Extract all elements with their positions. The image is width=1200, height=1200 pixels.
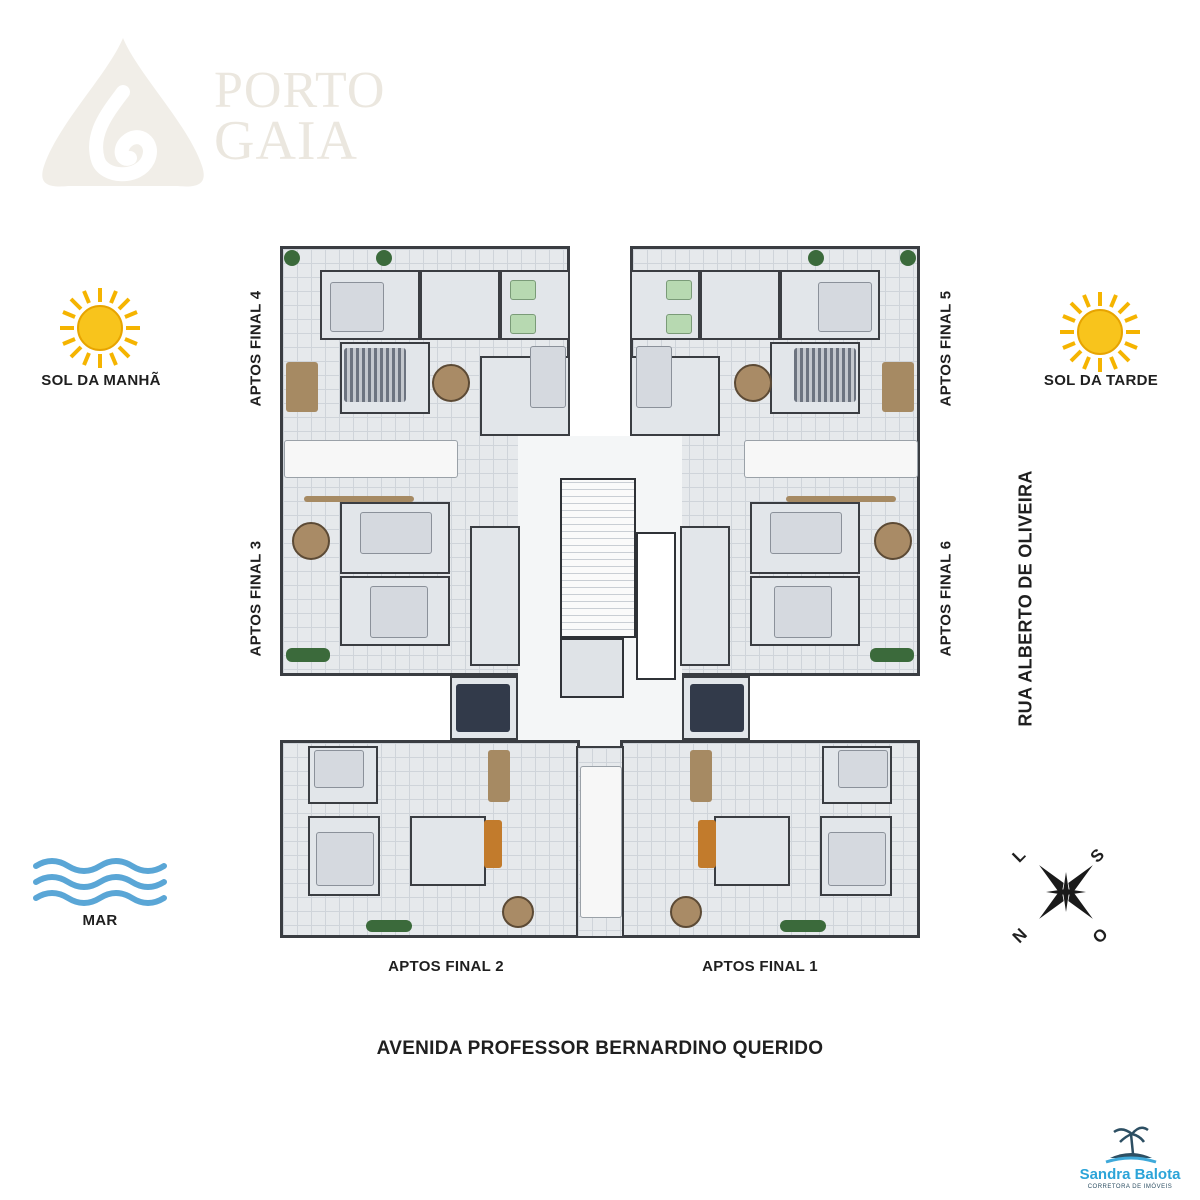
bed — [360, 512, 432, 554]
bench — [304, 496, 414, 502]
room — [700, 270, 780, 340]
round-table — [670, 896, 702, 928]
agency-logo: Sandra Balota CORRETORA DE IMÓVEIS — [1066, 1124, 1194, 1194]
unit-label-final5: APTOS FINAL 5 — [937, 290, 955, 407]
round-table — [502, 896, 534, 928]
unit-label-final3: APTOS FINAL 3 — [247, 540, 265, 657]
room — [420, 270, 500, 340]
bed — [774, 586, 832, 638]
round-table — [432, 364, 470, 402]
kitchen-counter — [744, 440, 918, 478]
brand-logo: PORTO GAIA — [38, 34, 384, 190]
logo-word-2: GAIA — [214, 110, 358, 172]
street-label-bottom: AVENIDA PROFESSOR BERNARDINO QUERIDO — [376, 1038, 824, 1059]
round-table — [292, 522, 330, 560]
bathroom-floor — [510, 280, 536, 300]
unit-label-final1: APTOS FINAL 1 — [702, 958, 818, 975]
bed — [314, 750, 364, 788]
bed — [818, 282, 872, 332]
staircase — [560, 478, 636, 638]
sun-icon-afternoon — [1060, 292, 1140, 372]
bed — [636, 346, 672, 408]
sofa — [484, 820, 502, 868]
bed — [456, 684, 510, 732]
dining-table — [286, 362, 318, 412]
bed — [330, 282, 384, 332]
round-table — [874, 522, 912, 560]
bed — [770, 512, 842, 554]
sun-morning-label: SOL DA MANHÃ — [41, 372, 161, 389]
plant — [286, 648, 330, 662]
kitchen-counter — [580, 766, 622, 918]
dining-table — [690, 750, 712, 802]
waves-icon — [33, 858, 167, 906]
bathroom-floor — [510, 314, 536, 334]
plant — [366, 920, 412, 932]
bathroom-floor — [666, 280, 692, 300]
dining-table — [882, 362, 914, 412]
bench — [786, 496, 896, 502]
plant — [808, 250, 824, 266]
plant — [870, 648, 914, 662]
room — [714, 816, 790, 886]
bed — [828, 832, 886, 886]
bathroom-floor — [666, 314, 692, 334]
sun-afternoon-label: SOL DA TARDE — [1043, 372, 1159, 389]
agency-name: Sandra Balota — [1079, 1166, 1181, 1183]
bed — [370, 586, 428, 638]
round-table — [734, 364, 772, 402]
logo-drop-icon — [42, 38, 204, 187]
logo-word-1: PORTO — [214, 62, 386, 119]
unit-label-final4: APTOS FINAL 4 — [247, 290, 265, 407]
plant — [900, 250, 916, 266]
shaft — [636, 532, 676, 680]
unit-label-final6: APTOS FINAL 6 — [937, 540, 955, 657]
unit-label-final2: APTOS FINAL 2 — [388, 958, 504, 975]
plant — [780, 920, 826, 932]
sea-label: MAR — [82, 912, 118, 929]
rug — [794, 348, 856, 402]
elevator — [560, 638, 624, 698]
plant — [284, 250, 300, 266]
room — [470, 526, 520, 666]
compass-rose-icon — [1039, 865, 1093, 919]
rug — [344, 348, 406, 402]
bed — [838, 750, 888, 788]
room — [680, 526, 730, 666]
bed — [530, 346, 566, 408]
dining-table — [488, 750, 510, 802]
agency-tagline: CORRETORA DE IMÓVEIS — [1087, 1184, 1173, 1190]
bed — [690, 684, 744, 732]
plant — [376, 250, 392, 266]
room — [410, 816, 486, 886]
sun-icon-morning — [60, 288, 140, 368]
floor-plan — [280, 246, 920, 938]
bed — [316, 832, 374, 886]
sofa — [698, 820, 716, 868]
street-label-side: RUA ALBERTO DE OLIVEIRA — [1015, 470, 1036, 727]
kitchen-counter — [284, 440, 458, 478]
palm-island-icon — [1105, 1126, 1157, 1164]
